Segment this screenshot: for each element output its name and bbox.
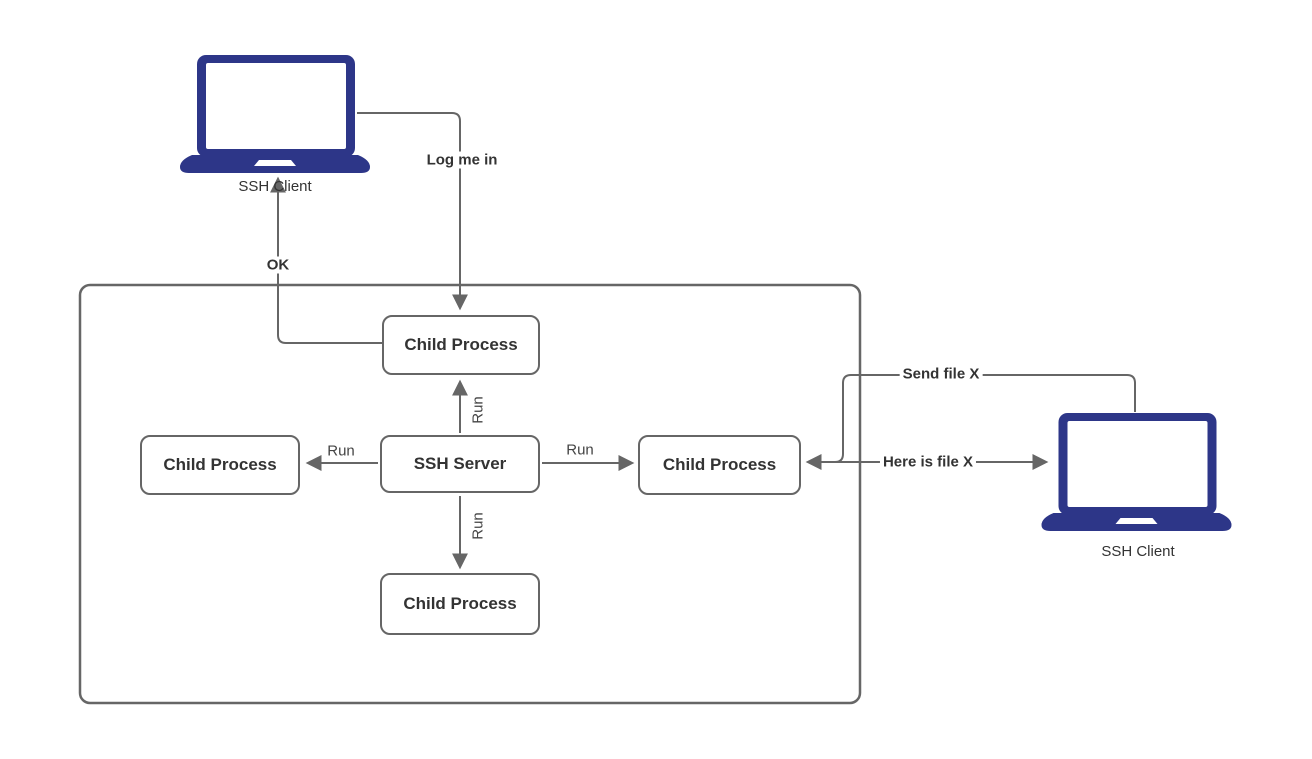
edge-log-me-in xyxy=(357,112,468,311)
node-child-process-left: Child Process xyxy=(140,435,300,495)
node-child-process-right: Child Process xyxy=(638,435,801,495)
client-left-label: SSH Client xyxy=(238,178,312,195)
laptop-icon xyxy=(1041,413,1232,531)
server-host-container xyxy=(78,283,862,705)
node-child-process-top: Child Process xyxy=(382,315,540,375)
node-child-process-bottom: Child Process xyxy=(380,573,540,635)
edge-label-run-down: Run xyxy=(469,509,487,543)
edge-label-log-me-in: Log me in xyxy=(423,151,501,169)
edge-label-here-is-file: Here is file X xyxy=(879,453,977,471)
client-right-label: SSH Client xyxy=(1101,543,1175,560)
laptop-icon xyxy=(180,55,370,173)
edge-label-run-right: Run xyxy=(563,441,597,459)
edge-label-run-left: Run xyxy=(324,442,358,460)
edge-send-file xyxy=(805,374,1136,470)
edge-ok xyxy=(270,176,382,344)
node-ssh-server: SSH Server xyxy=(380,435,540,493)
edge-label-ok: OK xyxy=(263,256,293,274)
edge-label-run-up: Run xyxy=(469,393,487,427)
edge-label-send-file: Send file X xyxy=(899,365,983,383)
